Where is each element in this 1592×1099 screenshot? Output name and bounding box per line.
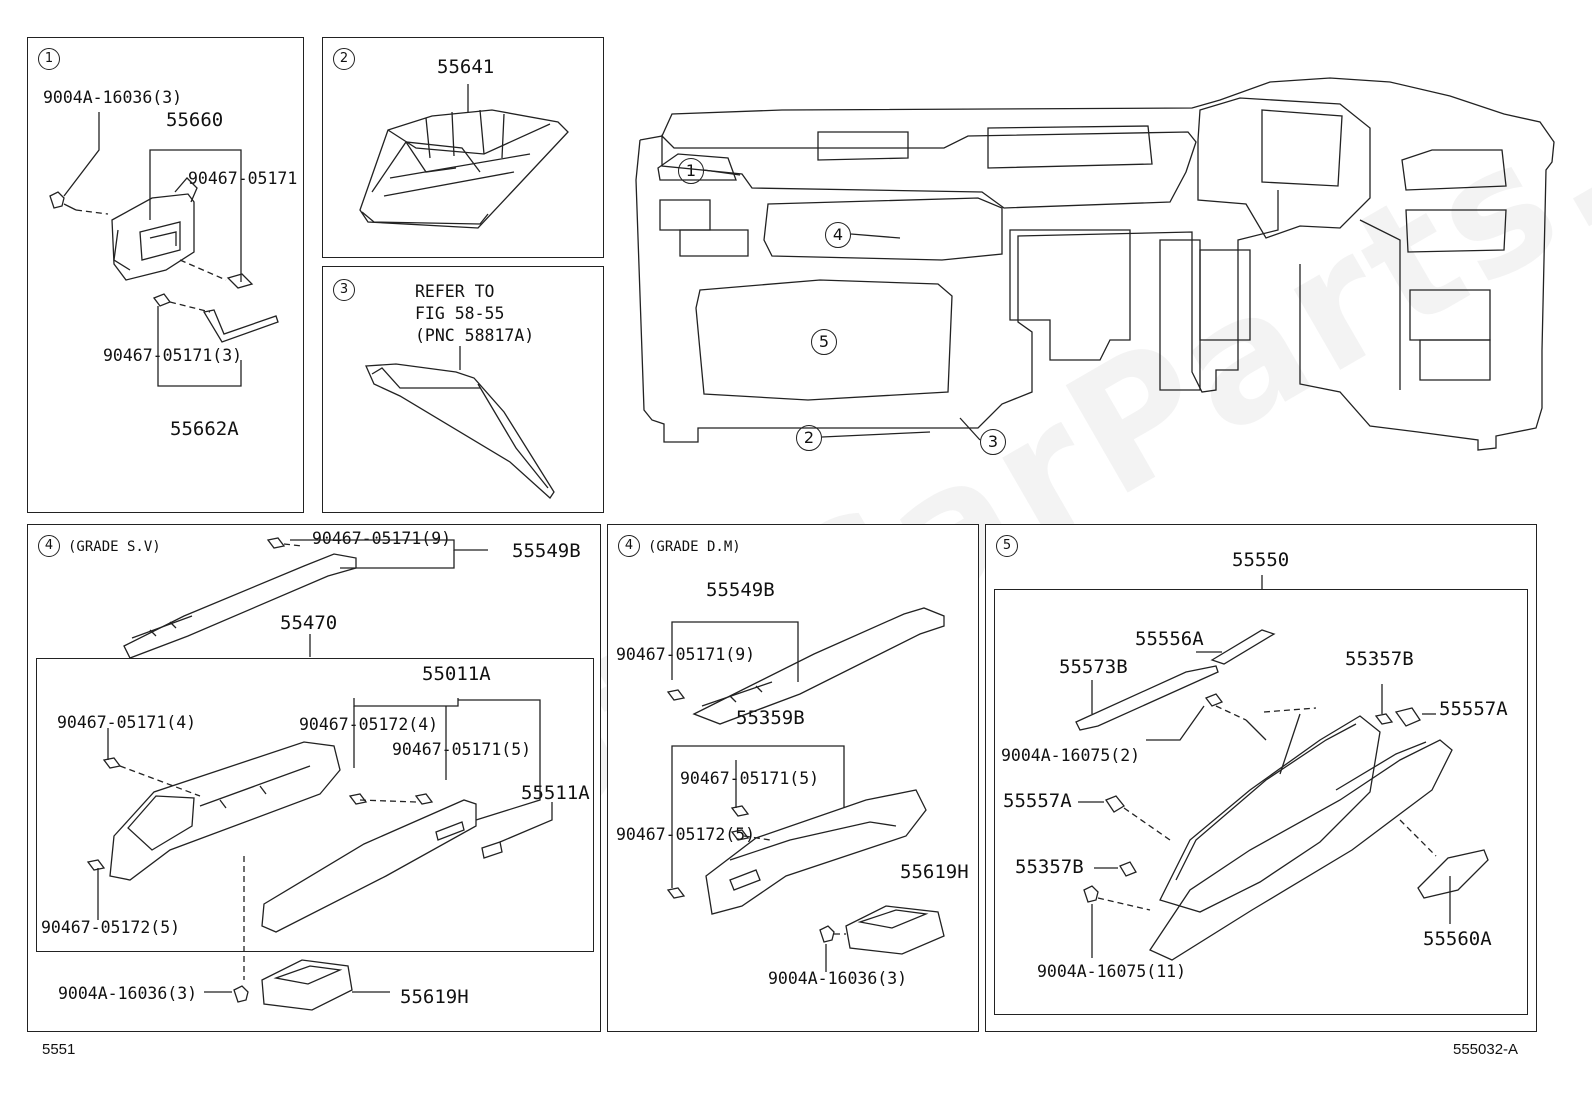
part-label[interactable]: 55011A [422, 663, 491, 685]
panel-4-grade-dm: 4 (GRADE D.M) 55549B 90467-05171(9) 5535… [607, 524, 979, 1032]
part-label[interactable]: 9004A-16075(11) [1037, 962, 1187, 981]
panel-3-index: 3 [333, 279, 355, 301]
panel-5-index: 5 [996, 535, 1018, 557]
part-label[interactable]: 90467-05171(9) [312, 529, 452, 548]
part-label[interactable]: 90467-05171(9) [616, 645, 756, 664]
part-label[interactable]: 55556A [1135, 628, 1204, 650]
part-label[interactable]: 90467-05172(5) [616, 825, 756, 844]
footer-page-code: 5551 [42, 1041, 76, 1058]
part-label[interactable]: 55357B [1345, 648, 1414, 670]
part-label[interactable]: 55662A [170, 418, 239, 440]
part-label[interactable]: 55557A [1003, 790, 1072, 812]
footer-figure-code: 555032-A [1453, 1041, 1519, 1058]
part-label[interactable]: 55641 [437, 56, 495, 78]
overview-callout-5[interactable]: 5 [811, 329, 837, 355]
part-label[interactable]: 55557A [1439, 698, 1508, 720]
overview-callout-2[interactable]: 2 [796, 425, 822, 451]
part-label[interactable]: 9004A-16075(2) [1001, 746, 1141, 765]
assembly-box-55470: 55011A 90467-05171(4) 90467-05172(4) 904… [36, 658, 594, 952]
part-label[interactable]: 55560A [1423, 928, 1492, 950]
part-label[interactable]: 55549B [512, 540, 581, 562]
refer-note-line: FIG 58-55 [415, 304, 505, 323]
overview-callout-3[interactable]: 3 [980, 429, 1006, 455]
part-label[interactable]: 9004A-16036(3) [768, 969, 908, 988]
part-label[interactable]: 55573B [1059, 656, 1128, 678]
part-label[interactable]: 55511A [521, 782, 590, 804]
assembly-box-55550: 55556A 55573B 55357B 55557A 9004A-16075(… [994, 589, 1528, 1015]
part-label[interactable]: 90467-05171(3) [103, 346, 243, 365]
part-label[interactable]: 55619H [900, 861, 969, 883]
refer-note-line: (PNC 58817A) [415, 326, 535, 345]
part-label[interactable]: 90467-05172(5) [41, 918, 181, 937]
part-label[interactable]: 9004A-16036(3) [58, 984, 198, 1003]
panel-4-grade-sv: 4 (GRADE S.V) 90467-05171(9) 55549B 5547… [27, 524, 601, 1032]
overview-callout-1[interactable]: 1 [678, 158, 704, 184]
part-label[interactable]: 55660 [166, 109, 224, 131]
grade-label: (GRADE S.V) [68, 539, 161, 555]
panel-2-index: 2 [333, 48, 355, 70]
part-label[interactable]: 90467-05171(5) [680, 769, 820, 788]
part-label[interactable]: 55549B [706, 579, 775, 601]
panel-1: 1 9004A-16036(3) 55660 90467-05171 90467… [27, 37, 304, 513]
part-label[interactable]: 90467-05172(4) [299, 715, 439, 734]
panel-1-index: 1 [38, 48, 60, 70]
part-label[interactable]: 55470 [280, 612, 338, 634]
part-label[interactable]: 90467-05171 [188, 169, 298, 188]
panel-2: 2 55641 [322, 37, 604, 258]
grade-label: (GRADE D.M) [648, 539, 741, 555]
part-label[interactable]: 55357B [1015, 856, 1084, 878]
panel-4-index: 4 [38, 535, 60, 557]
part-label[interactable]: 9004A-16036(3) [43, 88, 183, 107]
part-label[interactable]: 90467-05171(5) [392, 740, 532, 759]
part-label[interactable]: 90467-05171(4) [57, 713, 197, 732]
panel-3: 3 REFER TO FIG 58-55 (PNC 58817A) [322, 266, 604, 513]
overview-callout-4[interactable]: 4 [825, 222, 851, 248]
part-label[interactable]: 55359B [736, 707, 805, 729]
part-label[interactable]: 55550 [1232, 549, 1290, 571]
part-label[interactable]: 55619H [400, 986, 469, 1008]
panel-5: 5 55550 55556A 55573B 55357B 55557A 9004… [985, 524, 1537, 1032]
panel-4-index: 4 [618, 535, 640, 557]
refer-note-line: REFER TO [415, 282, 495, 301]
